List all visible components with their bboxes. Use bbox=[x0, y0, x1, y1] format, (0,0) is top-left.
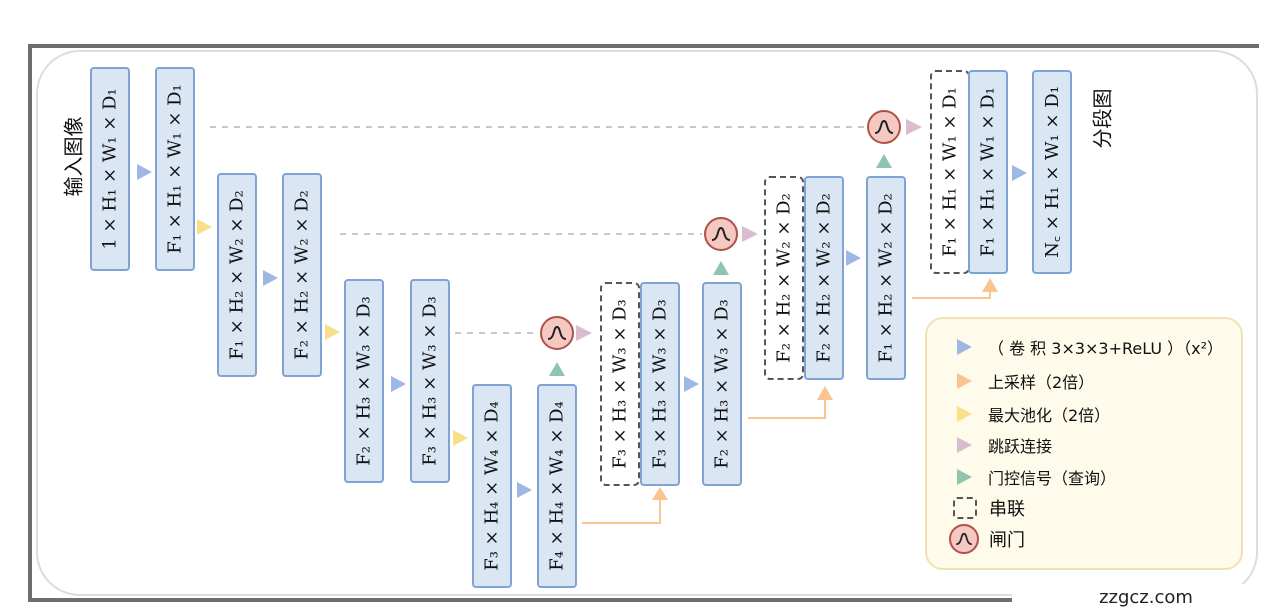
conv-arrow-2 bbox=[263, 270, 278, 286]
maxpool-arrow-1 bbox=[197, 219, 212, 235]
skip-arrow-3 bbox=[906, 119, 922, 135]
block-label: F₄ × H₄ × W₄ × D₄ bbox=[546, 401, 568, 571]
block-label: F₁ × H₂ × W₂ × D₂ bbox=[875, 193, 897, 363]
attention-gate-3 bbox=[867, 110, 901, 144]
block-enc-2a: F₁ × H₂ × W₂ × D₂ bbox=[217, 173, 257, 377]
legend-row-conv: （ 卷 积 3×3×3+ReLU ）（x²） bbox=[957, 335, 1223, 359]
concat-gated-2: F₂ × H₂ × W₂ × D₂ bbox=[764, 176, 804, 380]
outer-frame bbox=[28, 44, 1259, 602]
attention-gate-2 bbox=[704, 217, 738, 251]
upsample-arrow-icon bbox=[957, 373, 972, 389]
maxpool-arrow-icon bbox=[957, 406, 972, 422]
block-input: 1 × H₁ × W₁ × D₁ bbox=[90, 67, 130, 271]
block-label: 1 × H₁ × W₁ × D₁ bbox=[99, 88, 121, 250]
block-output: N꜀ × H₁ × W₁ × D₁ bbox=[1032, 70, 1072, 274]
block-label: F₃ × H₃ × W₃ × D₃ bbox=[609, 299, 631, 469]
block-label: F₃ × H₃ × W₃ × D₃ bbox=[419, 296, 441, 466]
block-enc-3b: F₃ × H₃ × W₃ × D₃ bbox=[410, 279, 450, 483]
block-label: F₂ × H₂ × W₂ × D₂ bbox=[773, 193, 795, 363]
block-dec-3: F₂ × H₃ × W₃ × D₃ bbox=[702, 282, 742, 486]
concat-gated-3: F₃ × H₃ × W₃ × D₃ bbox=[600, 282, 640, 486]
upsample-arrow-1 bbox=[652, 487, 668, 500]
block-dec-1-up: F₁ × H₁ × W₁ × D₁ bbox=[968, 70, 1008, 274]
concat-gated-1: F₁ × H₁ × W₁ × D₁ bbox=[930, 70, 970, 274]
diagram-canvas bbox=[36, 50, 1258, 596]
legend-concat-label: 串联 bbox=[989, 499, 1025, 520]
block-label: F₁ × H₁ × W₁ × D₁ bbox=[164, 84, 186, 254]
maxpool-arrow-3 bbox=[453, 430, 468, 446]
block-label: F₃ × H₄ × W₄ × D₄ bbox=[481, 401, 503, 571]
block-label: F₃ × H₃ × W₃ × D₃ bbox=[649, 299, 671, 469]
block-enc-3a: F₂ × H₃ × W₃ × D₃ bbox=[344, 279, 384, 483]
block-label: F₂ × H₂ × W₂ × D₂ bbox=[813, 193, 835, 363]
sigmoid-icon bbox=[711, 226, 731, 241]
gating-arrow-3 bbox=[876, 154, 892, 168]
conv-arrow-4 bbox=[517, 482, 532, 498]
gating-arrow-1 bbox=[549, 362, 565, 376]
legend-row-upsample: 上采样（2倍） bbox=[957, 369, 1094, 393]
segmentation-map-label: 分段图 bbox=[1090, 88, 1115, 149]
upsample-path-2 bbox=[748, 400, 826, 419]
sigmoid-icon bbox=[874, 119, 894, 134]
legend-skip-label: 跳跃连接 bbox=[988, 437, 1053, 456]
watermark: zzgcz.com bbox=[1012, 584, 1280, 612]
conv-arrow-7 bbox=[1012, 165, 1027, 181]
conv-arrow-3 bbox=[391, 376, 406, 392]
block-label: F₂ × H₃ × W₃ × D₃ bbox=[353, 296, 375, 466]
gating-arrow-2 bbox=[713, 261, 729, 275]
legend-row-gate: 闸门 bbox=[949, 524, 1025, 554]
block-enc-1: F₁ × H₁ × W₁ × D₁ bbox=[155, 67, 195, 271]
block-label: F₂ × H₃ × W₃ × D₃ bbox=[711, 299, 733, 469]
maxpool-arrow-2 bbox=[325, 324, 340, 340]
conv-arrow-5 bbox=[684, 376, 699, 392]
legend: （ 卷 积 3×3×3+ReLU ）（x²） 上采样（2倍） 最大池化（2倍） … bbox=[925, 317, 1243, 570]
upsample-arrow-2 bbox=[817, 386, 833, 400]
block-dec-2: F₁ × H₂ × W₂ × D₂ bbox=[866, 176, 906, 380]
block-dec-3-up: F₃ × H₃ × W₃ × D₃ bbox=[640, 282, 680, 486]
legend-row-maxpool: 最大池化（2倍） bbox=[957, 402, 1110, 426]
gate-icon bbox=[949, 524, 979, 554]
gating-arrow-icon bbox=[957, 469, 972, 485]
sigmoid-icon bbox=[547, 325, 567, 340]
skip-arrow-icon bbox=[957, 437, 972, 453]
block-enc-2b: F₂ × H₂ × W₂ × D₂ bbox=[282, 173, 322, 377]
skip-arrow-2 bbox=[742, 226, 758, 242]
block-bottleneck-b: F₄ × H₄ × W₄ × D₄ bbox=[537, 384, 577, 588]
block-label: F₁ × H₁ × W₁ × D₁ bbox=[977, 87, 999, 257]
conv-arrow-icon bbox=[957, 339, 972, 355]
legend-maxpool-label: 最大池化（2倍） bbox=[988, 406, 1111, 425]
legend-gate-label: 闸门 bbox=[989, 530, 1025, 551]
attention-gate-1 bbox=[540, 316, 574, 350]
legend-conv-label: （ 卷 积 3×3×3+ReLU ）（x²） bbox=[988, 339, 1224, 358]
block-label: F₂ × H₂ × W₂ × D₂ bbox=[291, 190, 313, 360]
legend-row-concat: 串联 bbox=[953, 495, 1025, 521]
concat-box-icon bbox=[953, 497, 977, 519]
legend-upsample-label: 上采样（2倍） bbox=[988, 373, 1095, 392]
block-label: N꜀ × H₁ × W₁ × D₁ bbox=[1042, 86, 1063, 258]
block-label: F₁ × H₁ × W₁ × D₁ bbox=[939, 87, 961, 257]
block-bottleneck-a: F₃ × H₄ × W₄ × D₄ bbox=[472, 384, 512, 588]
conv-arrow-6 bbox=[846, 250, 861, 266]
block-label: F₁ × H₂ × W₂ × D₂ bbox=[226, 190, 248, 360]
upsample-path-1 bbox=[582, 500, 661, 524]
conv-arrow-1 bbox=[137, 164, 152, 180]
legend-row-gating: 门控信号（查询） bbox=[957, 465, 1116, 489]
upsample-arrow-3 bbox=[982, 278, 998, 292]
legend-gating-label: 门控信号（查询） bbox=[988, 469, 1117, 488]
block-dec-2-up: F₂ × H₂ × W₂ × D₂ bbox=[804, 176, 844, 380]
input-image-label: 输入图像 bbox=[61, 116, 86, 197]
upsample-path-3 bbox=[912, 292, 991, 299]
skip-arrow-1 bbox=[576, 325, 592, 341]
legend-row-skip: 跳跃连接 bbox=[957, 433, 1052, 457]
